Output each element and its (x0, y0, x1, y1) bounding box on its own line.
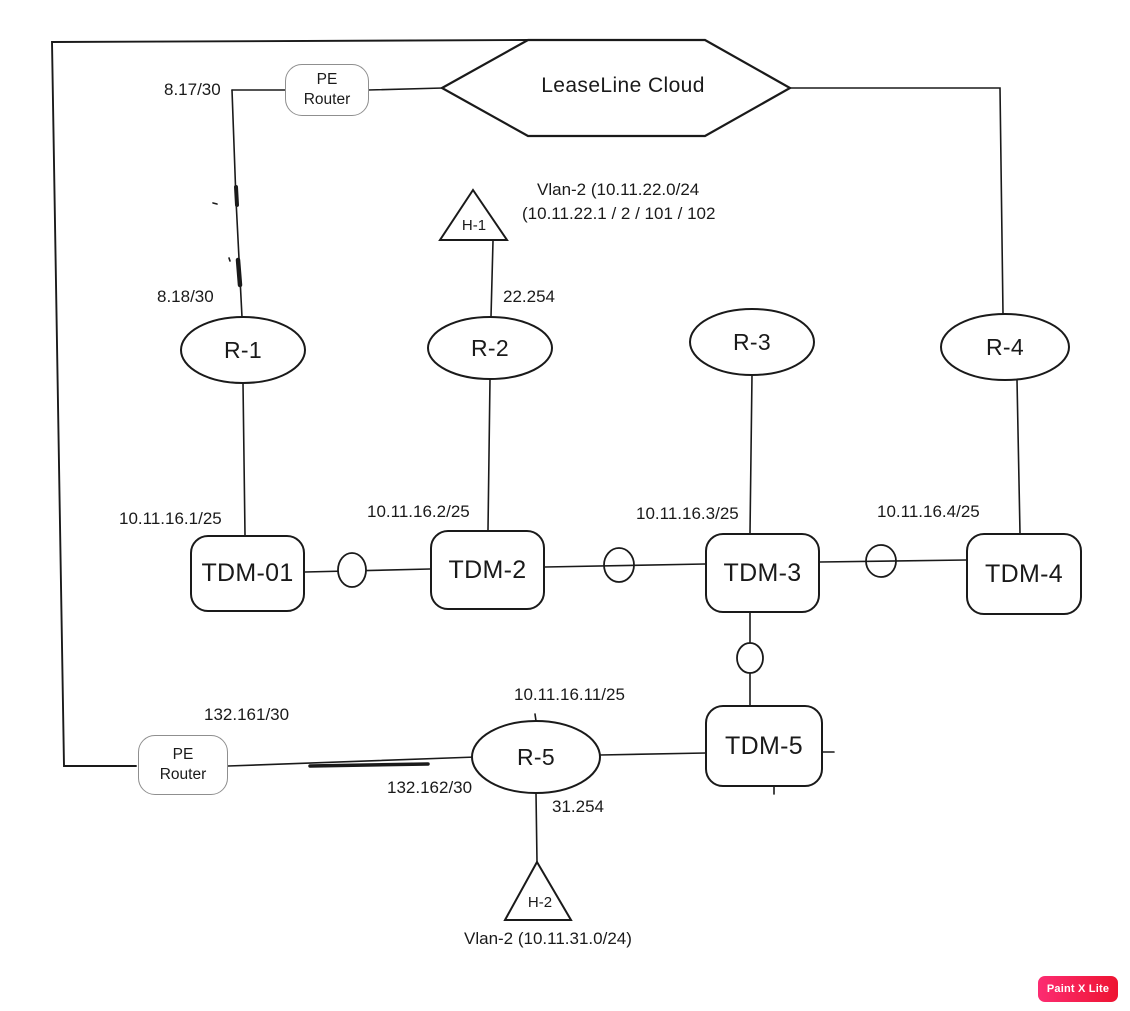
link-r5-to-h2 (535, 792, 538, 863)
tdm5-node: TDM-5 (705, 705, 823, 787)
link-r5-to-tdm5 (599, 752, 707, 756)
tdm2-node: TDM-2 (430, 530, 545, 610)
ip-label-pe-top-wan: 8.17/30 (164, 80, 221, 99)
link-tdm2-to-tdm3 (544, 563, 706, 568)
junction-circle-tdm1-tdm2 (337, 552, 367, 588)
ip-label-tdm3: 10.11.16.3/25 (636, 504, 739, 523)
ip-label-r5-lan: 31.254 (552, 797, 604, 816)
link-pe-bottom-to-r5-thick (308, 762, 430, 768)
pe-router-bottom: PE Router (138, 735, 228, 795)
host-h2-shape (503, 859, 573, 921)
router-r2-shape (427, 316, 553, 380)
ip-label-vlan22-line2: (10.11.22.1 / 2 / 101 / 102 (522, 204, 716, 223)
link-r4-to-tdm4 (1016, 379, 1021, 534)
link-cloud-to-pe-bottom (51, 39, 529, 767)
router-r1-shape (180, 316, 306, 384)
ip-label-r1-wan: 8.18/30 (157, 287, 214, 306)
ip-label-tdm4: 10.11.16.4/25 (877, 502, 980, 521)
pe-router-top: PE Router (285, 64, 369, 116)
ip-label-r5-ip: 10.11.16.11/25 (514, 685, 625, 704)
junction-circle-tdm3-tdm4 (865, 544, 897, 578)
link-r1-to-tdm1 (242, 382, 246, 536)
ip-label-tdm1: 10.11.16.1/25 (119, 509, 222, 528)
host-h1-shape (438, 188, 509, 241)
tdm4-node: TDM-4 (966, 533, 1082, 615)
pe-router-top-line1: PE (316, 70, 338, 88)
link-r2-to-tdm2 (487, 378, 491, 531)
router-r3-shape (689, 308, 815, 376)
tdm3-node: TDM-3 (705, 533, 820, 613)
ip-label-vlan22-line1: Vlan-2 (10.11.22.0/24 (537, 180, 700, 199)
scan-speck-1 (212, 202, 218, 205)
link-pe-bottom-to-r5 (227, 756, 477, 767)
scan-speck-2 (228, 257, 231, 262)
scan-thick-mark-2 (235, 257, 243, 288)
ip-label-r2-lan: 22.254 (503, 287, 555, 306)
pe-router-top-line2: Router (303, 91, 351, 108)
leaseline-cloud-hexagon (439, 38, 793, 138)
link-cloud-to-r4 (789, 87, 1004, 315)
scan-thick-mark-1 (234, 185, 239, 207)
router-r5-shape (471, 720, 601, 794)
link-h1-to-r2 (490, 240, 494, 318)
tick-r5-top (534, 713, 537, 722)
link-tdm3-to-tdm4 (819, 559, 967, 563)
ip-label-r5-wan: 132.162/30 (387, 778, 473, 797)
link-r3-to-tdm3 (749, 374, 753, 534)
ip-label-vlan31: Vlan-2 (10.11.31.0/24) (464, 929, 632, 948)
paint-x-lite-watermark-label: Paint X Lite (1046, 983, 1110, 995)
router-r4-shape (940, 313, 1070, 381)
pe-router-bottom-line2: Router (159, 766, 207, 783)
pe-router-bottom-line1: PE (172, 745, 194, 763)
junction-circle-tdm2-tdm3 (603, 547, 635, 583)
tdm1-node: TDM-01 (190, 535, 305, 612)
junction-circle-tdm3-tdm5 (736, 642, 764, 674)
ip-label-tdm2: 10.11.16.2/25 (367, 502, 470, 521)
ip-label-pe-bottom-wan: 132.161/30 (204, 705, 290, 724)
link-pe-top-to-cloud (367, 87, 444, 91)
paint-x-lite-watermark: Paint X Lite (1038, 976, 1118, 1002)
link-tdm1-to-tdm2 (304, 568, 431, 573)
